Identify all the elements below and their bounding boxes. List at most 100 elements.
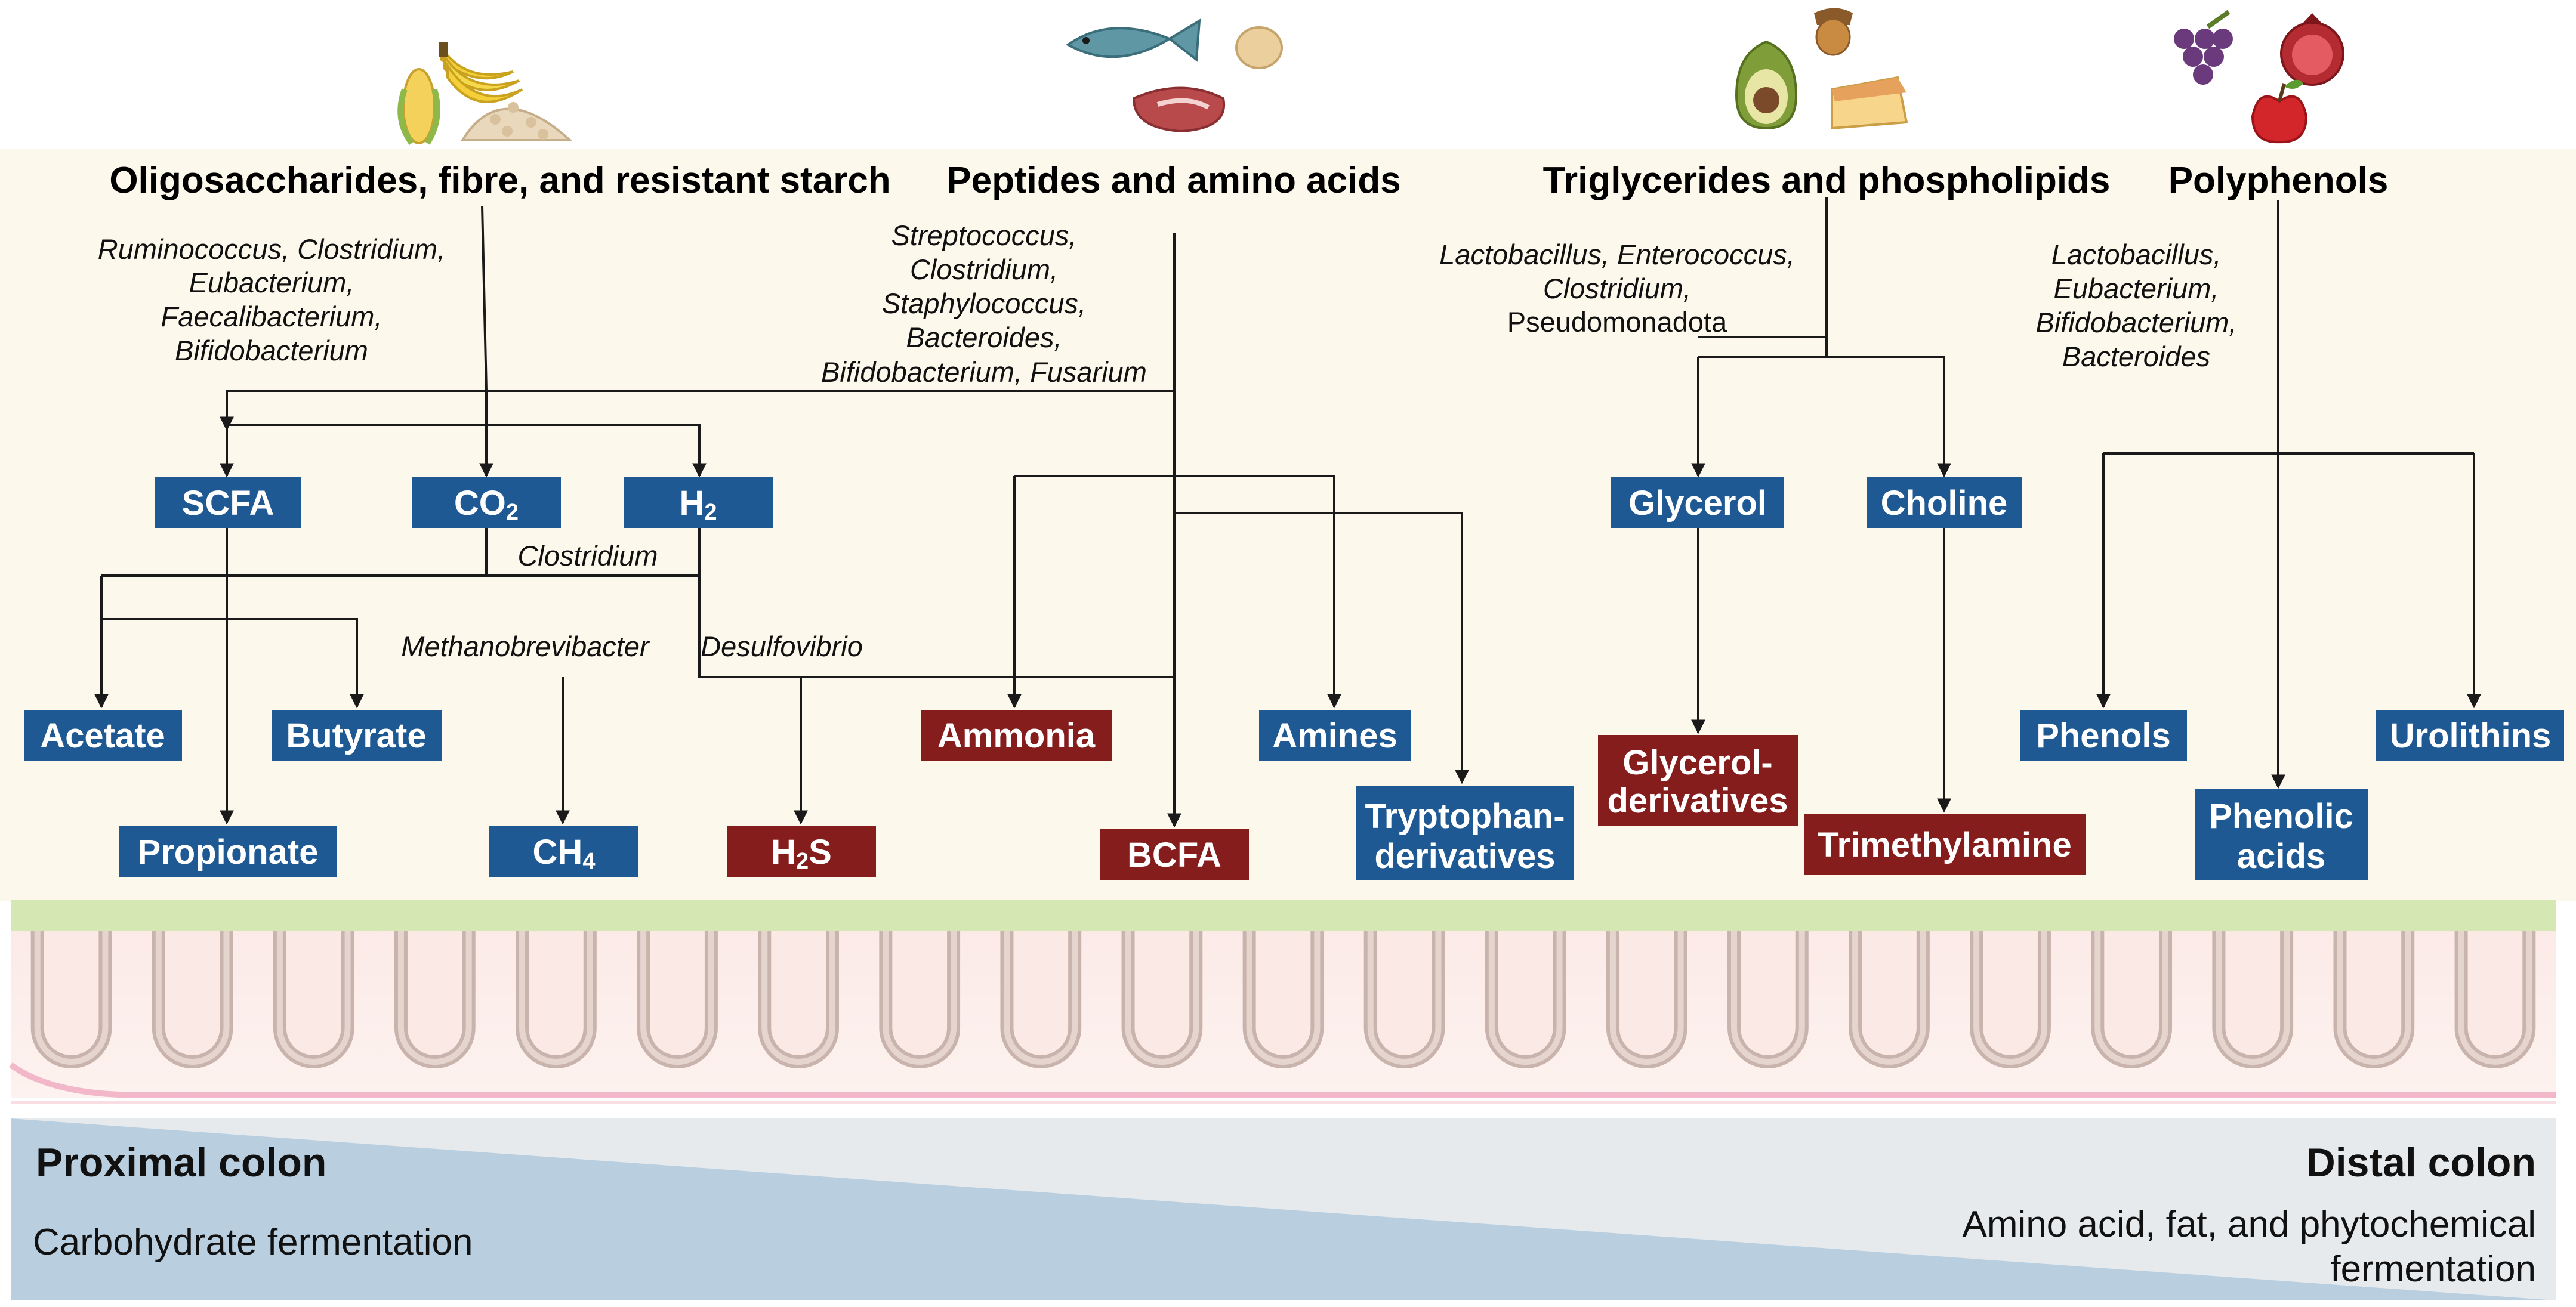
protein-food-icons: [1066, 18, 1283, 133]
crypt-inner-outline: [1852, 931, 1926, 1065]
mucosa-layer: [11, 900, 2556, 923]
ch4-label: CH4: [533, 833, 596, 874]
crypt: [2212, 931, 2294, 1068]
distal-colon-title: Distal colon: [2306, 1140, 2536, 1185]
crypt: [758, 931, 839, 1068]
carbs-connectors: [94, 205, 1174, 825]
protein-bacteria-list: Streptococcus, Clostridium, Staphylococc…: [821, 220, 1147, 388]
glycerol-box: Glycerol: [1611, 477, 1784, 528]
bacteria-line: Pseudomonadota: [1507, 306, 1727, 338]
carbs-food-icons: [397, 42, 573, 145]
crypt: [1606, 931, 1687, 1068]
bacteria-line: Lactobacillus, Enterococcus,: [1439, 239, 1795, 270]
cheese-icon: [1831, 76, 1908, 130]
crypt: [152, 931, 233, 1068]
ammonia-box: Ammonia: [921, 710, 1112, 761]
crypt: [516, 931, 597, 1068]
crypt: [1849, 931, 1930, 1068]
crypt: [30, 931, 112, 1068]
tryptophan-label-line2: derivatives: [1374, 837, 1555, 876]
h2-box: H2: [624, 477, 773, 528]
glycerol-derivatives-box: Glycerol- derivatives: [1598, 735, 1798, 826]
ch4-box: CH4: [489, 826, 638, 877]
oats-icon: [460, 102, 573, 141]
amines-label: Amines: [1272, 716, 1397, 755]
glycerol-deriv-label-line1: Glycerol-: [1622, 743, 1772, 782]
propionate-box: Propionate: [119, 826, 337, 877]
bacteria-line: Clostridium,: [1543, 273, 1691, 304]
crypt-inner-outline: [1973, 931, 2047, 1065]
bacteria-line: Eubacterium,: [189, 267, 354, 298]
crypt-inner-outline: [155, 931, 230, 1065]
phenolic-acids-box: Phenolic acids: [2195, 789, 2368, 880]
distal-colon-description-line2: fermentation: [2330, 1249, 2536, 1290]
crypt: [1242, 931, 1324, 1068]
crypt: [879, 931, 961, 1068]
crypt-inner-outline: [1731, 931, 1805, 1065]
crypt-inner-outline: [1488, 931, 1563, 1065]
h2s-box: H2S: [727, 826, 876, 877]
propionate-label: Propionate: [138, 833, 319, 872]
crypt-inner-outline: [2094, 931, 2169, 1065]
crypt: [1485, 931, 1566, 1068]
crypt: [1363, 931, 1445, 1068]
butyrate-label: Butyrate: [286, 716, 426, 755]
methanobrevibacter-label: Methanobrevibacter: [401, 631, 650, 662]
bcfa-label: BCFA: [1127, 836, 1221, 875]
crypt-inner-outline: [276, 931, 351, 1065]
crypt-inner-outline: [2337, 931, 2411, 1065]
bacteria-line: Bacteroides,: [906, 322, 1062, 353]
trimethylamine-box: Trimethylamine: [1804, 814, 2086, 875]
crypt: [1727, 931, 1809, 1068]
crypt-inner-outline: [34, 931, 109, 1065]
title-lipids: Triglycerides and phospholipids: [1543, 160, 2111, 201]
bacteria-line: Bifidobacterium: [175, 335, 368, 366]
trimethylamine-label: Trimethylamine: [1818, 826, 2071, 864]
glycerol-label: Glycerol: [1628, 484, 1767, 523]
h2s-label: H2S: [771, 833, 832, 874]
bacteria-line: Streptococcus,: [891, 220, 1077, 251]
crypt-inner-outline: [883, 931, 957, 1065]
carbs-bacteria-list: Ruminococcus, Clostridium, Eubacterium, …: [98, 233, 445, 366]
phenolic-acids-label-line2: acids: [2237, 837, 2325, 876]
crypt-inner-outline: [1367, 931, 1442, 1065]
bacteria-line: Eubacterium,: [2054, 273, 2219, 304]
urolithins-box: Urolithins: [2376, 710, 2564, 761]
crypt: [2454, 931, 2536, 1068]
choline-box: Choline: [1867, 477, 2022, 528]
desulfovibrio-label: Desulfovibrio: [701, 631, 863, 662]
clostridium-label: Clostridium: [517, 540, 658, 571]
amines-box: Amines: [1259, 710, 1411, 761]
crypt-inner-outline: [1246, 931, 1321, 1065]
crypt: [394, 931, 476, 1068]
bacteria-line: Bifidobacterium,: [2036, 307, 2237, 338]
h2-label: H2: [679, 484, 717, 525]
banana-icon: [439, 42, 523, 103]
phenols-label: Phenols: [2036, 716, 2171, 755]
grapes-icon: [2174, 10, 2233, 85]
lipid-food-icons: [1735, 8, 1908, 130]
crypt-inner-outline: [1125, 931, 1199, 1065]
crypt: [273, 931, 354, 1068]
intestinal-crypts: [11, 900, 2556, 1068]
proximal-colon-description: Carbohydrate fermentation: [33, 1222, 473, 1263]
bacteria-line: Lactobacillus,: [2051, 239, 2222, 270]
bacteria-line: Ruminococcus, Clostridium,: [98, 233, 445, 265]
lipid-bacteria-list: Lactobacillus, Enterococcus, Clostridium…: [1439, 239, 1795, 338]
crypt-inner-outline: [1004, 931, 1078, 1065]
scfa-box: SCFA: [155, 477, 301, 528]
bacteria-line: Staphylococcus,: [882, 288, 1086, 319]
avocado-icon: [1735, 40, 1798, 130]
crypt: [1121, 931, 1203, 1068]
polyphenol-food-icons: [2174, 10, 2344, 144]
colon-wall-illustration: [9, 900, 2556, 1104]
title-carbohydrates: Oligosaccharides, fibre, and resistant s…: [109, 160, 890, 201]
distal-colon-description-line1: Amino acid, fat, and phytochemical: [1962, 1204, 2536, 1245]
bacteria-line: Faecalibacterium,: [161, 301, 382, 332]
crypt-inner-outline: [640, 931, 714, 1065]
crypt-inner-outline: [2458, 931, 2532, 1065]
polyphenol-connectors: [2096, 200, 2481, 789]
scfa-label: SCFA: [182, 484, 274, 523]
crypt-inner-outline: [761, 931, 835, 1065]
